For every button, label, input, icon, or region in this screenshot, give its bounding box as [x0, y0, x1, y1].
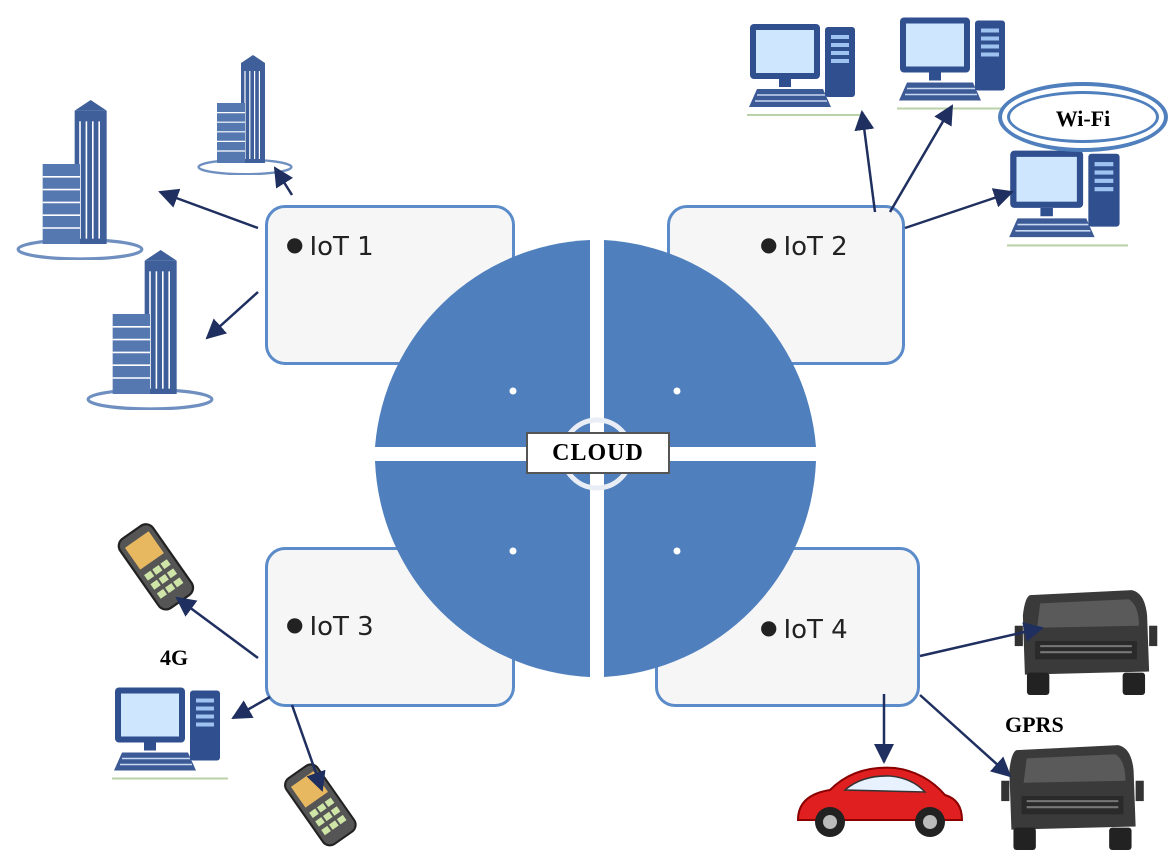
arrow-iot4-truck — [919, 694, 1012, 778]
cloud-quadrant-bottom-left — [375, 461, 590, 677]
mobile-phone-icon — [280, 759, 361, 850]
computer-icon — [1005, 149, 1130, 247]
arrow-iot1-building — [205, 291, 259, 340]
arrow-iot2-computer — [854, 110, 877, 213]
iot-2-label: ●IoT 2 — [760, 232, 848, 262]
arrow-iot1-building — [158, 188, 259, 230]
cloud-quadrant-bottom-right — [604, 461, 816, 677]
mobile-phone-icon — [114, 520, 198, 615]
computer-icon — [745, 22, 865, 117]
arrow-iot1-building — [273, 166, 294, 196]
iot-4-label: ●IoT 4 — [760, 615, 848, 645]
truck-icon — [1000, 744, 1145, 851]
bullet-icon: ● — [286, 232, 304, 256]
connection-arrows — [158, 104, 1044, 792]
computer-icon — [110, 686, 230, 780]
gprs-label: GPRS — [1005, 712, 1064, 737]
computer-icon — [895, 16, 1015, 110]
bullet-icon: ● — [760, 232, 778, 256]
cloud-label: CLOUD — [526, 432, 670, 474]
wifi-label: Wi-Fi — [1055, 106, 1111, 131]
cloud-quadrant-top-right — [604, 240, 816, 447]
arrow-iot2-computer — [904, 188, 1014, 230]
cloud-circle — [375, 240, 816, 677]
car-icon — [796, 766, 964, 837]
bullet-icon: ● — [760, 615, 778, 639]
iot-4-text: IoT 4 — [783, 615, 848, 645]
building-icon — [16, 100, 144, 260]
building-icon — [196, 55, 294, 175]
iot-1-label: ●IoT 1 — [286, 232, 374, 262]
arrow-iot4-truck — [919, 622, 1044, 658]
bullet-icon: ● — [286, 612, 304, 636]
arrow-iot3-phone — [175, 596, 259, 660]
wifi-badge: Wi-Fi — [998, 82, 1168, 152]
building-icon — [86, 250, 214, 410]
iot-3-label: ●IoT 3 — [286, 612, 374, 642]
arrow-iot3-computer — [231, 695, 271, 720]
truck-icon — [1013, 589, 1159, 697]
iot-2-text: IoT 2 — [783, 232, 848, 262]
wifi-badge-inner-ring — [1007, 91, 1159, 143]
quadrant-dots — [509, 387, 681, 555]
arrow-iot3-phone — [290, 704, 326, 792]
cellular-4g-label: 4G — [160, 645, 189, 670]
cloud-quadrant-top-left — [375, 240, 590, 447]
arrow-iot2-computer — [888, 104, 954, 213]
iot-1-text: IoT 1 — [309, 232, 374, 262]
iot-3-text: IoT 3 — [309, 612, 374, 642]
